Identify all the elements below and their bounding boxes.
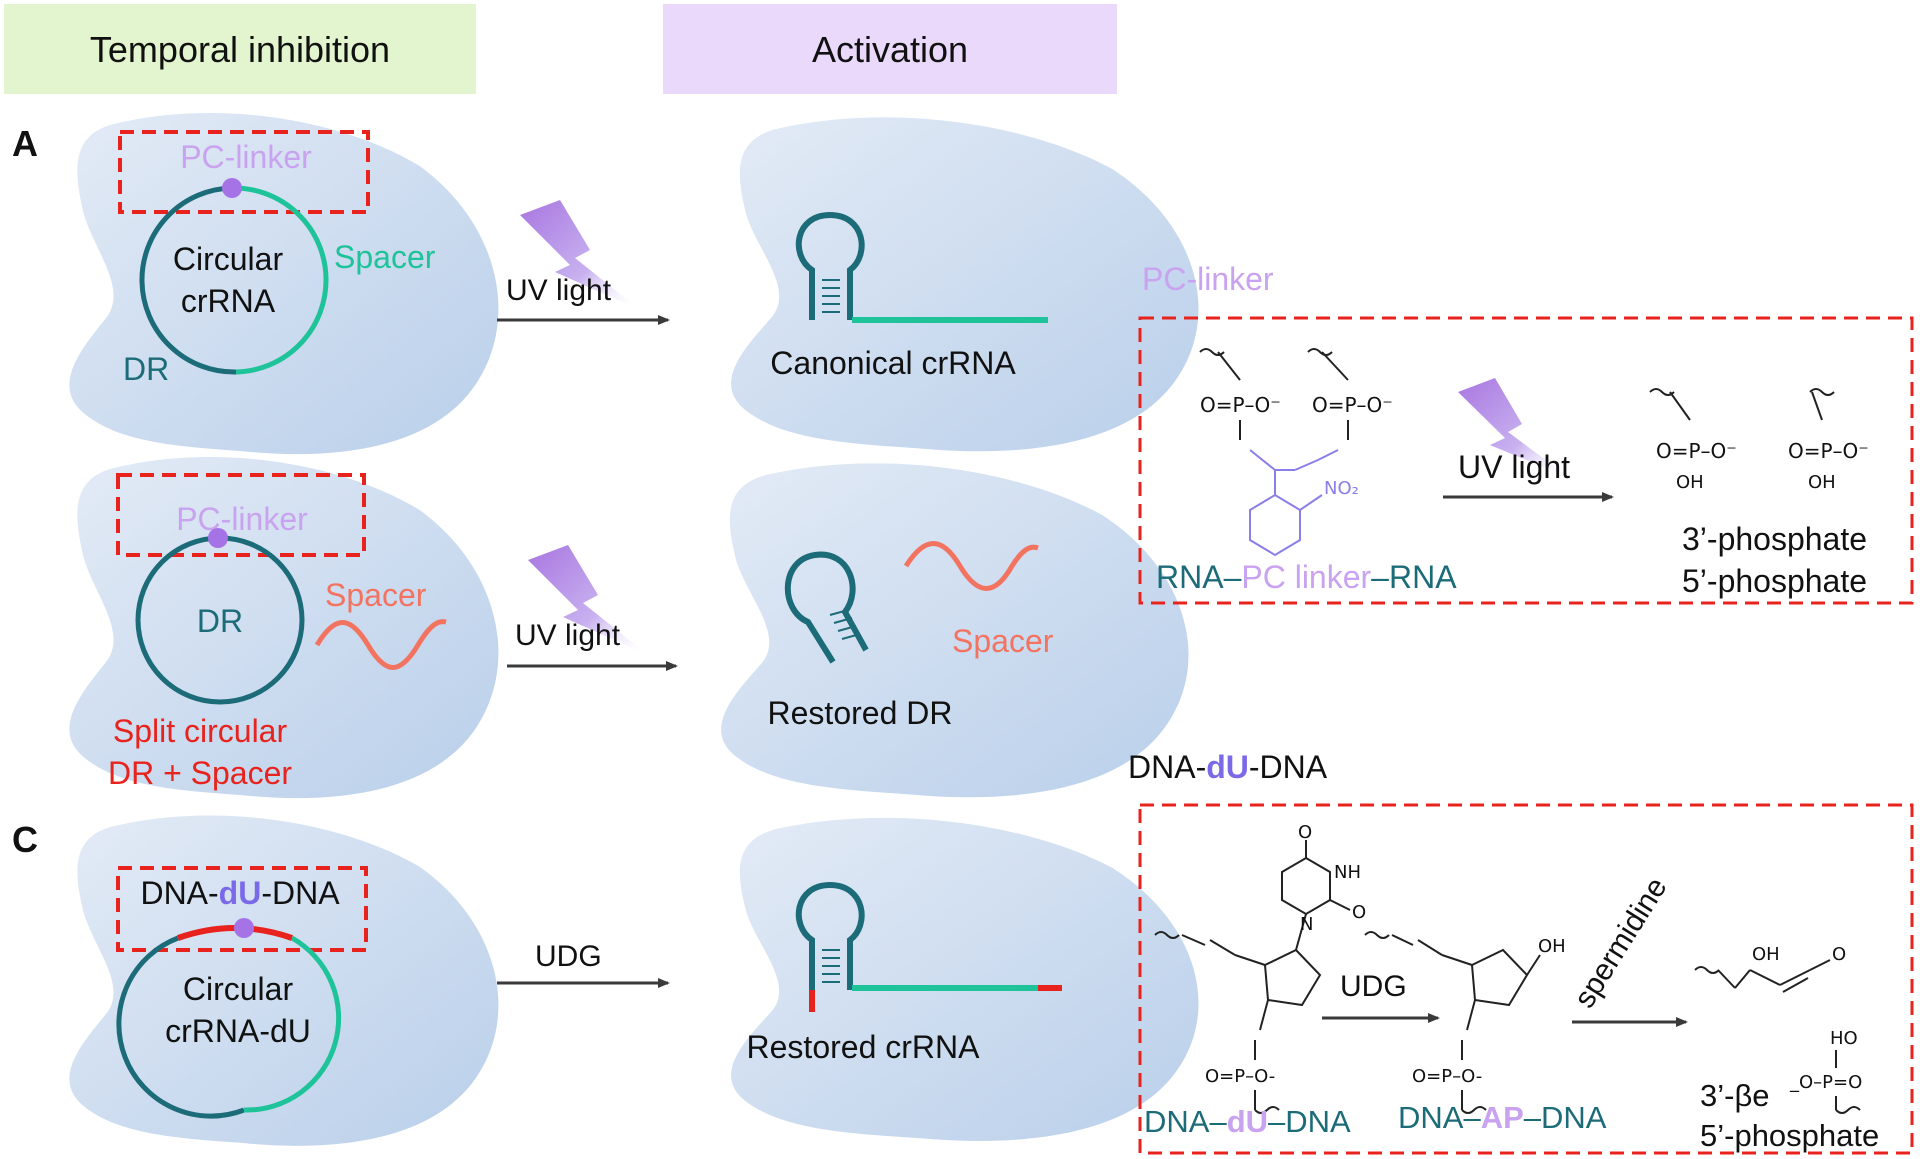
row1-crrna-label: crRNA xyxy=(181,283,276,319)
row2-cell-right: Spacer Restored DR xyxy=(721,463,1189,798)
row2-spacer-label: Spacer xyxy=(325,577,427,613)
chem-pc-no2: NO₂ xyxy=(1324,478,1359,499)
row3-du-dot xyxy=(234,918,254,938)
row2-split-circular-label: Split circular xyxy=(113,713,288,749)
row1-circle-dr-arc xyxy=(139,185,237,375)
row1-canonical-crrna-label: Canonical crRNA xyxy=(770,345,1016,381)
row1-spacer-label: Spacer xyxy=(334,239,436,275)
chem-pc-product-1: O=P–O⁻ xyxy=(1656,439,1737,463)
chem-du-udg-label: UDG xyxy=(1340,970,1407,1003)
chem-pc-oh-2: OH xyxy=(1808,472,1836,493)
header-temporal-inhibition: Temporal inhibition xyxy=(4,4,476,94)
chem-du-nh: NH xyxy=(1334,862,1361,883)
panel-label-c: C xyxy=(12,819,38,860)
chem-pc-products xyxy=(1649,388,1835,421)
chem-pc-structure xyxy=(1199,348,1349,557)
row2-dr-spacer-label: DR + Spacer xyxy=(108,755,292,791)
chem-du-title: DNA-dU-DNA xyxy=(1128,749,1328,785)
chem-du-product xyxy=(1694,959,1861,1114)
chem-du-phosphate-3: _O–P=O xyxy=(1789,1072,1862,1093)
chem-du-o-right: O xyxy=(1352,902,1366,923)
lightning-bolt-icon xyxy=(520,200,640,310)
row2-uv-light-label: UV light xyxy=(515,619,621,652)
row3-linker-dashed-box xyxy=(116,866,368,952)
chem-du-oh-sugar: OH xyxy=(1538,936,1566,957)
chem-pc-uv-light-label: UV light xyxy=(1458,449,1570,485)
row2-linker-dashed-box xyxy=(116,473,366,557)
row3-crrna-du-label: crRNA-dU xyxy=(165,1013,311,1049)
header-activation: Activation xyxy=(663,4,1117,94)
row2-spacer-wave xyxy=(903,541,1039,591)
row2-pc-linker-dot xyxy=(208,528,228,548)
row3-hairpin xyxy=(795,881,865,990)
row2-dr-label: DR xyxy=(197,603,243,639)
row3-cell-right: Restored crRNA xyxy=(731,817,1199,1141)
row1-pc-linker-label: PC-linker xyxy=(180,139,312,175)
row1-cell-left: PC-linker Circular crRNA Spacer DR xyxy=(69,113,499,455)
lightning-bolt-icon xyxy=(528,545,648,655)
chem-du-oh-product: OH xyxy=(1752,944,1780,965)
row1-circle-spacer-arc xyxy=(231,185,329,375)
svg-text:Activation: Activation xyxy=(812,29,968,70)
chem-du-phosphate-2: O=P–O- xyxy=(1412,1066,1482,1087)
chem-pc-phosphate-1: O=P–O⁻ xyxy=(1200,393,1281,417)
row1-uv-light-label: UV light xyxy=(506,274,612,307)
chem-du-caption-1: DNA–dU–DNA xyxy=(1144,1104,1351,1139)
row2-spacer-product-label: Spacer xyxy=(952,623,1054,659)
chem-du-o-aldehyde: O xyxy=(1832,944,1846,965)
row3-circular-label: Circular xyxy=(183,971,294,1007)
chem-pc-title: PC-linker xyxy=(1142,261,1274,297)
chem-pc-dashed-box xyxy=(1138,316,1914,605)
row2-spacer-wave xyxy=(314,619,447,670)
row1-linker-dashed-box xyxy=(118,130,370,214)
lightning-bolt-icon xyxy=(1458,378,1570,478)
row2-pc-linker-label: PC-linker xyxy=(176,501,308,537)
chem-pc-result-3-phosphate: 3’-phosphate xyxy=(1682,521,1867,557)
row1-uv-reaction: UV light xyxy=(497,200,670,325)
chem-du-result-3-be: 3’-βe xyxy=(1700,1078,1770,1113)
row3-circle-dr-arc xyxy=(116,935,245,1119)
chem-du-ho: HO xyxy=(1830,1028,1858,1049)
chem-du-n: N xyxy=(1300,914,1313,935)
chem-pc-result-5-phosphate: 5’-phosphate xyxy=(1682,563,1867,599)
row1-hairpin xyxy=(795,211,865,320)
row3-udg-label: UDG xyxy=(535,940,602,973)
chem-du-dashed-box xyxy=(1138,803,1914,1155)
row1-pc-linker-dot xyxy=(222,178,242,198)
chem-du-phosphate-1: O=P–O- xyxy=(1205,1066,1275,1087)
chem-du-o-top: O xyxy=(1298,822,1312,843)
row3-udg-reaction: UDG xyxy=(497,940,670,988)
row2-restored-dr-label: Restored DR xyxy=(768,695,953,731)
chem-du-structure-2 xyxy=(1364,931,1541,1114)
row3-restored-crrna-label: Restored crRNA xyxy=(747,1029,981,1065)
chem-du-result-5-phosphate: 5’-phosphate xyxy=(1700,1118,1879,1153)
row3-cell-left: DNA-dU-DNA Circular crRNA-dU xyxy=(69,815,499,1146)
row3-linker-label: DNA-dU-DNA xyxy=(140,875,340,911)
chem-pc-product-2: O=P–O⁻ xyxy=(1788,439,1869,463)
row1-dr-label: DR xyxy=(123,351,169,387)
row1-circular-label: Circular xyxy=(173,241,284,277)
panel-label-a: A xyxy=(12,123,38,164)
chem-du-structure-1 xyxy=(1154,840,1351,1114)
row1-cell-right: Canonical crRNA xyxy=(731,117,1199,452)
row3-circle-spacer-arc xyxy=(243,935,342,1113)
chem-pc-caption: RNA–PC linker–RNA xyxy=(1156,559,1457,595)
row2-uv-reaction: UV light xyxy=(507,545,678,671)
chem-pc-phosphate-2: O=P–O⁻ xyxy=(1312,393,1393,417)
row2-cell-left: PC-linker DR Spacer Split circular DR + … xyxy=(69,457,499,799)
svg-text:Temporal inhibition: Temporal inhibition xyxy=(90,29,390,70)
chem-pc-oh-1: OH xyxy=(1676,472,1704,493)
chem-du-caption-2: DNA–AP–DNA xyxy=(1398,1100,1607,1135)
chem-du-spermidine-label: spermidine xyxy=(1568,872,1674,1014)
row2-hairpin xyxy=(784,551,869,664)
